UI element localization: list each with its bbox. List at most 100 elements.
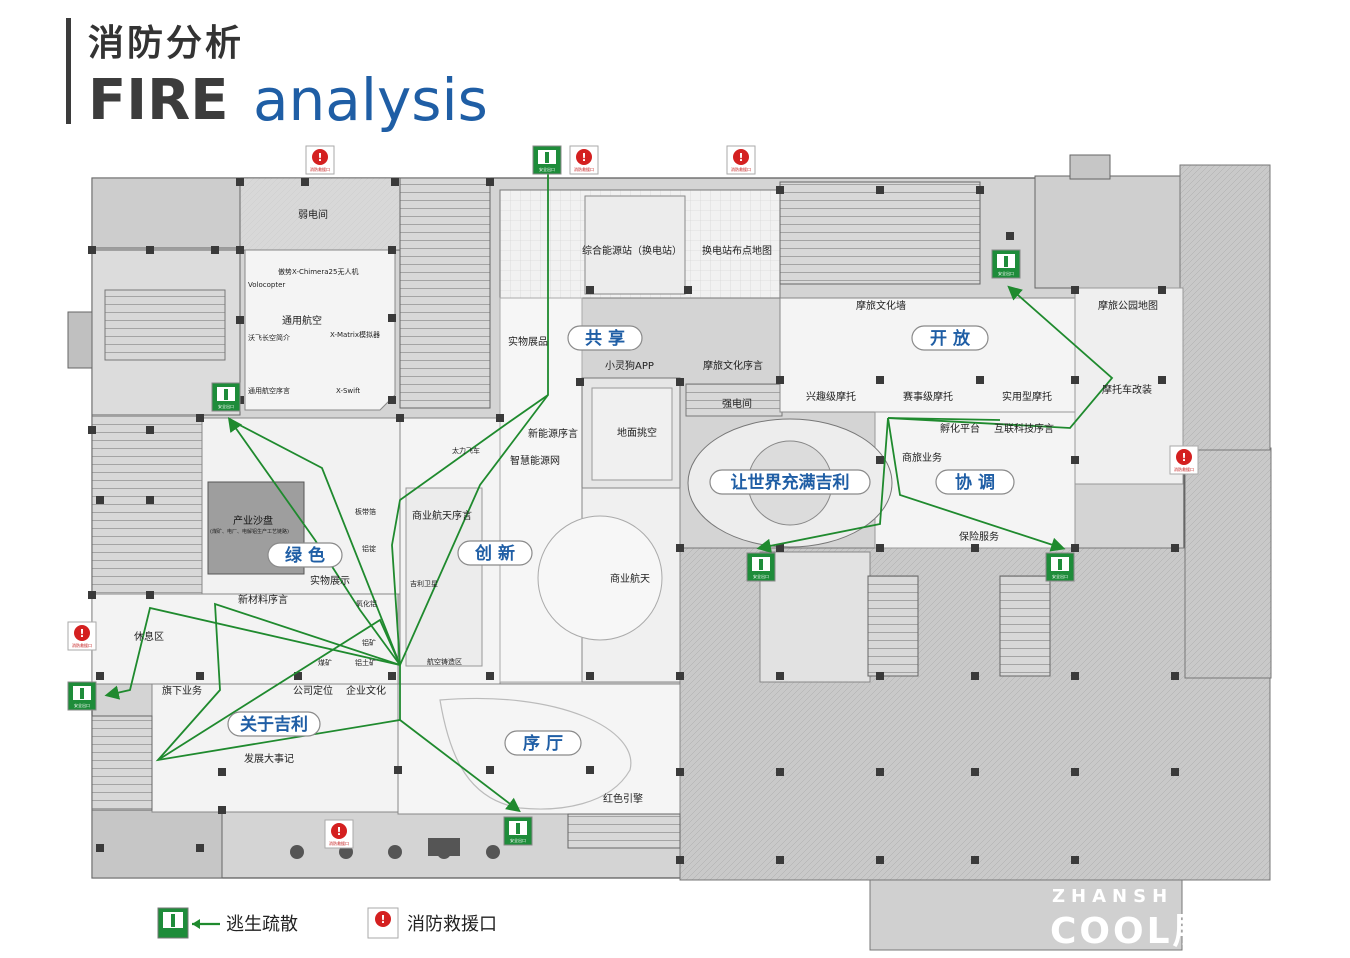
column [486, 766, 494, 774]
column [676, 378, 684, 386]
column [146, 496, 154, 504]
column [88, 591, 96, 599]
rescue-sign-icon: ! 消防救援口 [1169, 445, 1199, 475]
room-label: 傲势X-Chimera25无人机 [278, 267, 358, 276]
svg-text:消防救援口: 消防救援口 [731, 166, 751, 172]
column [1071, 286, 1079, 294]
column [236, 316, 244, 324]
rescue-sign-icon: ! 消防救援口 [726, 145, 756, 175]
top-rooms [91, 177, 981, 596]
column [876, 376, 884, 384]
column [146, 246, 154, 254]
room-label: 实用型摩托 [1002, 390, 1052, 403]
zone-badge: 协 调 [935, 469, 1015, 495]
exit-sign-icon: 安全出口 [532, 145, 562, 175]
column [1158, 286, 1166, 294]
zone-badge: 序 厅 [504, 730, 582, 756]
svg-text:安全出口: 安全出口 [1052, 573, 1068, 579]
column [218, 768, 226, 776]
column [196, 844, 204, 852]
column [211, 246, 219, 254]
column [96, 844, 104, 852]
column [486, 178, 494, 186]
room-label: 公司定位 [293, 684, 333, 697]
room-label: 氧化铝 [356, 599, 377, 608]
svg-text:!: ! [79, 627, 84, 640]
zone-label: 让世界充满吉利 [731, 472, 850, 493]
svg-text:!: ! [738, 151, 743, 164]
column [976, 376, 984, 384]
zone-badges: 共 享开 放让世界充满吉利协 调绿 色创 新关于吉利序 厅 [227, 325, 1015, 756]
page-title-en-light: analysis [253, 66, 488, 134]
room-label: 商旅业务 [902, 451, 942, 464]
room-label: X-Swift [336, 387, 360, 395]
column [586, 766, 594, 774]
column [1071, 768, 1079, 776]
column [971, 856, 979, 864]
column [391, 178, 399, 186]
room-label: 航空铸造区 [427, 657, 462, 666]
column [486, 672, 494, 680]
title-accent-bar [66, 18, 71, 124]
room-label: 换电站布点地图 [702, 244, 772, 257]
room-label: 企业文化 [346, 684, 386, 697]
rescue-sign-icon: !消防救援口 [305, 145, 335, 175]
room-label: 商业航天 [610, 572, 650, 585]
room-label: 智慧能源网 [510, 454, 560, 467]
zone-label: 序 厅 [523, 733, 563, 754]
column [876, 544, 884, 552]
column [88, 426, 96, 434]
room-label: 休息区 [134, 630, 164, 643]
watermark-line1: ZHANSH [1052, 886, 1174, 907]
room-label: 综合能源站（换电站） [582, 244, 682, 257]
room-label: 摩托车改装 [1102, 383, 1152, 396]
zone-badge: 让世界充满吉利 [709, 469, 871, 495]
column [676, 544, 684, 552]
svg-text:消防救援口: 消防救援口 [329, 840, 349, 846]
legend-rescue-icon: ! [367, 907, 399, 939]
column [218, 806, 226, 814]
zone-label: 开 放 [930, 328, 971, 349]
exit-sign-icon: 安全出口 [991, 249, 1021, 279]
column [1171, 544, 1179, 552]
legend-rescue-label: 消防救援口 [407, 914, 497, 935]
svg-text:安全出口: 安全出口 [539, 166, 555, 172]
column [236, 246, 244, 254]
page-title-cn: 消防分析 [88, 23, 245, 64]
column [971, 768, 979, 776]
room-labels: 弱电间 综合能源站（换电站） 换电站布点地图 摩旅文化墙 摩旅公园地图 傲势X-… [134, 208, 1158, 805]
planter [428, 838, 460, 856]
svg-text:消防救援口: 消防救援口 [310, 166, 330, 172]
svg-text:!: ! [1181, 451, 1186, 464]
column [676, 856, 684, 864]
column [586, 672, 594, 680]
room-label: 沃飞长空简介 [248, 333, 290, 342]
column [146, 591, 154, 599]
exit-sign-icon: 安全出口 [746, 552, 776, 582]
column [1071, 376, 1079, 384]
column [876, 456, 884, 464]
room-label: 板带箔 [355, 507, 376, 516]
column [1071, 544, 1079, 552]
room-label: 摩旅公园地图 [1098, 299, 1158, 312]
svg-text:!: ! [336, 825, 341, 838]
column [496, 414, 504, 422]
svg-text:安全出口: 安全出口 [74, 702, 90, 708]
room-label: (煤矿、电厂、电解铝生产工艺链路) [210, 528, 289, 535]
column [196, 414, 204, 422]
svg-text:消防救援口: 消防救援口 [72, 642, 92, 648]
room-label: 赛事级摩托 [903, 390, 953, 403]
svg-text:消防救援口: 消防救援口 [1174, 466, 1194, 472]
column [1171, 768, 1179, 776]
watermark-line2: COOL展示酷 [1050, 911, 1290, 952]
column [1071, 672, 1079, 680]
room-label: 互联科技序言 [994, 422, 1054, 435]
room-label: 地面挑空 [617, 426, 657, 439]
svg-text:!: ! [380, 913, 385, 926]
room-label: 保险服务 [959, 530, 999, 543]
column [236, 178, 244, 186]
room-label: 商业航天序言 [412, 509, 472, 522]
zone-badge: 创 新 [457, 540, 533, 566]
svg-text:!: ! [581, 151, 586, 164]
zone-label: 共 享 [585, 328, 625, 349]
